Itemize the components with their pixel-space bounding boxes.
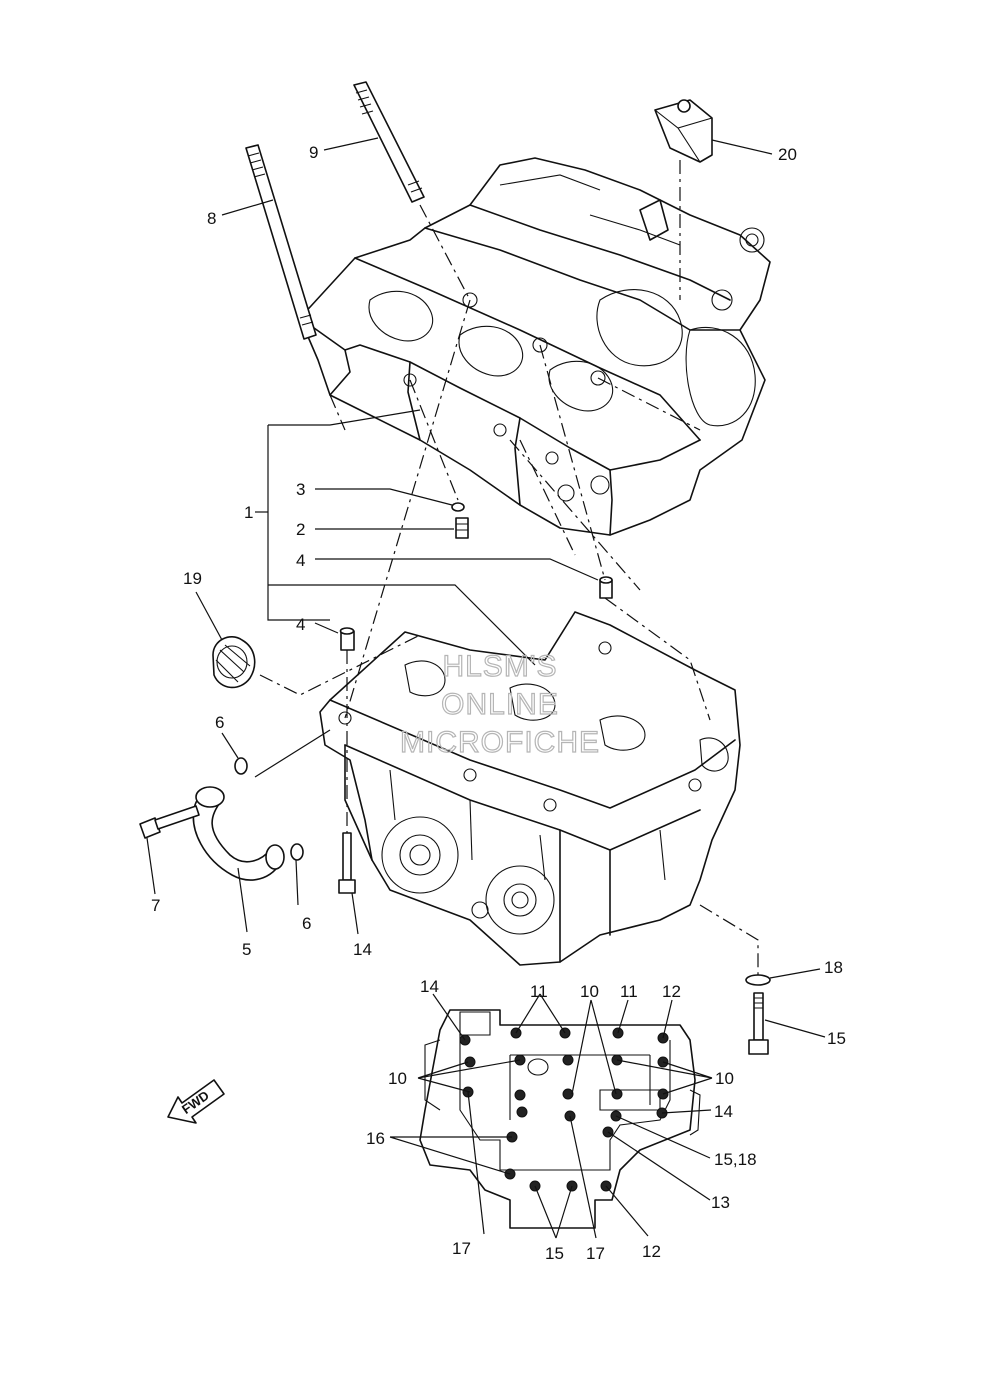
breather-cover-20 [654,99,713,163]
stud-bolt-9 [353,81,425,203]
callout-17-left: 17 [452,1239,471,1258]
stud-bolt-8 [245,144,317,340]
callout-10-right: 10 [715,1069,734,1088]
callout-12-top: 12 [662,982,681,1001]
callout-14-bolt: 14 [353,940,372,959]
callout-7: 7 [151,896,160,915]
callout-16: 16 [366,1129,385,1148]
callout-4-upper: 4 [296,551,305,570]
callout-6-upper: 6 [215,713,224,732]
callout-5: 5 [242,940,251,959]
callout-18: 18 [824,958,843,977]
o-ring-6-upper [234,757,248,775]
callout-6-lower: 6 [302,914,311,933]
bolt-14 [338,832,356,894]
alignment-lines [259,160,759,975]
oil-delivery-pipe-5 [192,786,285,881]
dowel-pin-4-lower [339,627,355,651]
callout-1: 1 [244,503,253,522]
callout-13: 13 [711,1193,730,1212]
callout-2: 2 [296,520,305,539]
plug-19 [212,636,256,689]
crankcase-bottom-view [419,1009,701,1229]
callout-14-bottomview: 14 [420,977,439,996]
callout-17-right: 17 [586,1244,605,1263]
watermark-line-2: ONLINE [441,688,559,721]
watermark-line-1: HLSM'S [442,650,557,683]
dowel-pin-4-upper [599,576,613,599]
callout-14-right: 14 [714,1102,733,1121]
callout-11-right: 11 [620,982,638,1001]
callout-8: 8 [207,209,216,228]
oil-nozzle-2 [455,517,469,539]
callout-4-lower: 4 [296,615,305,634]
o-ring-3 [451,502,465,512]
callout-19: 19 [183,569,202,588]
callout-10-top: 10 [580,982,599,1001]
upper-crankcase [299,157,771,536]
bolt-7 [139,805,200,839]
callout-15-bottom: 15 [545,1244,564,1263]
forward-direction-arrow: FWD [167,1079,225,1124]
callout-10-left: 10 [388,1069,407,1088]
callout-3: 3 [296,480,305,499]
callout-labels: 1 2 3 4 4 5 6 6 7 8 9 10 10 10 11 11 12 … [151,143,846,1263]
callout-11-left: 11 [530,982,548,1001]
callout-12-bottom: 12 [642,1242,661,1261]
bolt-15 [748,992,769,1055]
watermark: HLSM'S ONLINE MICROFICHE [399,649,600,759]
callout-15-18: 15,18 [714,1150,757,1169]
callout-15-bolt: 15 [827,1029,846,1048]
washer-18 [745,974,771,986]
lower-crankcase [319,611,741,966]
callout-9: 9 [309,143,318,162]
leader-lines [146,137,826,1239]
o-ring-6-lower [290,843,304,861]
watermark-line-3: MICROFICHE [400,726,600,759]
callout-20: 20 [778,145,797,164]
